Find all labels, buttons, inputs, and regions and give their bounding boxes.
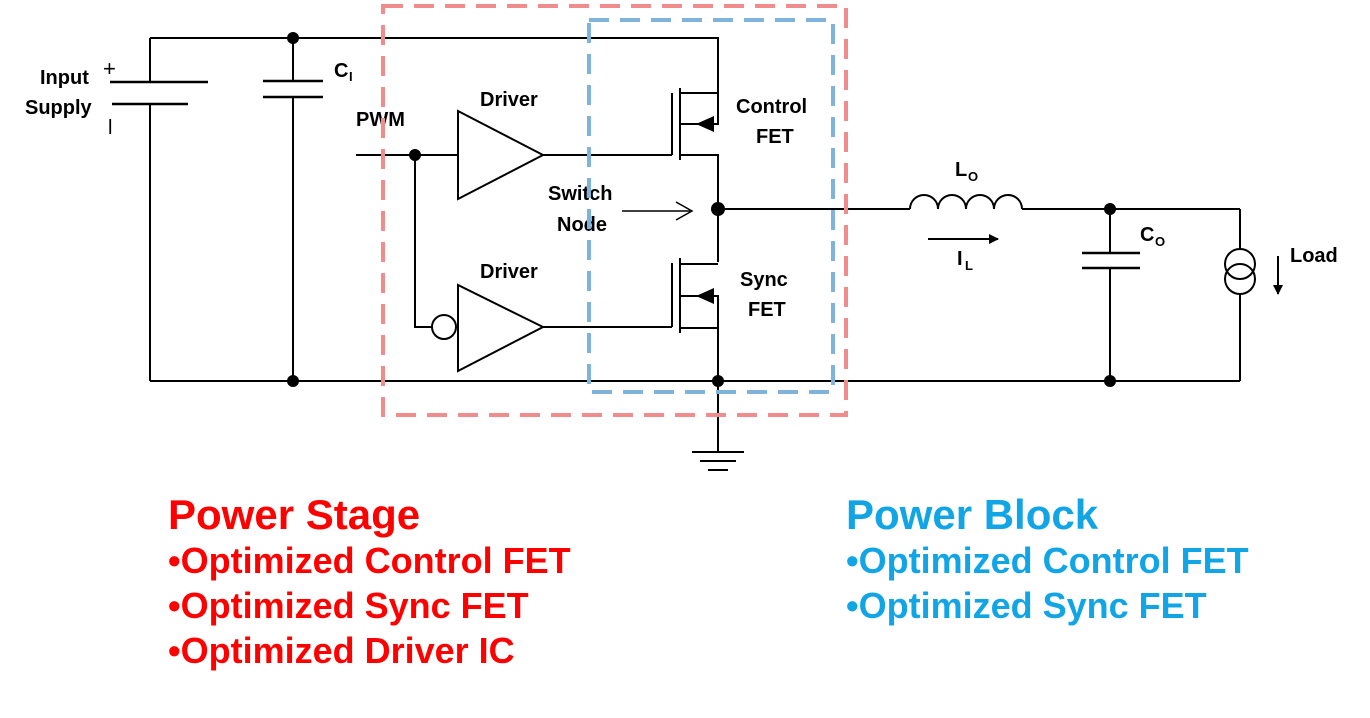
- svg-text:C: C: [1140, 224, 1154, 246]
- svg-text:L: L: [955, 159, 967, 181]
- load-current-source: [1224, 209, 1283, 381]
- svg-text:Supply: Supply: [25, 97, 93, 119]
- input-supply-label: Input Supply + l: [25, 56, 116, 139]
- svg-text:Input: Input: [40, 67, 89, 89]
- input-capacitor-label: C I: [334, 60, 353, 84]
- control-fet: [671, 88, 719, 262]
- power-stage-legend: Power Stage Optimized Control FET Optimi…: [168, 492, 571, 673]
- inductor-current-arrow: I L: [928, 234, 999, 273]
- top-driver-label: Driver: [480, 89, 538, 111]
- svg-text:C: C: [334, 60, 348, 82]
- load-label: Load: [1290, 245, 1338, 267]
- power-block-item: Optimized Sync FET: [846, 583, 1249, 628]
- output-inductor: [909, 194, 1240, 210]
- bottom-driver-label: Driver: [480, 261, 538, 283]
- svg-text:Control: Control: [736, 96, 807, 118]
- power-stage-item: Optimized Driver IC: [168, 628, 571, 673]
- svg-text:I: I: [349, 69, 353, 84]
- inductor-label: L O: [955, 159, 978, 184]
- input-capacitor: [263, 32, 323, 387]
- power-block-item: Optimized Control FET: [846, 538, 1249, 583]
- svg-text:I: I: [957, 248, 963, 270]
- svg-text:Switch: Switch: [548, 183, 612, 205]
- buck-converter-schematic: Input Supply + l C I PWM Driver Driver: [25, 4, 1338, 471]
- power-stage-boundary: [381, 4, 848, 417]
- power-stage-title: Power Stage: [168, 491, 421, 538]
- control-fet-label: Control FET: [736, 96, 807, 148]
- svg-text:FET: FET: [748, 299, 786, 321]
- power-stage-item: Optimized Control FET: [168, 538, 571, 583]
- power-block-boundary: [587, 18, 835, 394]
- svg-text:O: O: [968, 169, 978, 184]
- power-block-legend: Power Block Optimized Control FET Optimi…: [846, 492, 1249, 628]
- svg-text:FET: FET: [756, 126, 794, 148]
- sync-fet-label: Sync FET: [740, 269, 788, 321]
- bottom-driver: [431, 283, 672, 373]
- svg-text:O: O: [1155, 234, 1165, 249]
- svg-text:l: l: [108, 117, 112, 139]
- switch-node: [622, 201, 910, 221]
- power-stage-item: Optimized Sync FET: [168, 583, 571, 628]
- top-driver: [457, 109, 672, 201]
- pwm-label: PWM: [356, 109, 405, 131]
- ground-symbol: [692, 375, 744, 471]
- svg-text:Sync: Sync: [740, 269, 788, 291]
- top-rail: [150, 37, 719, 90]
- output-capacitor-label: C O: [1140, 224, 1165, 249]
- input-supply-battery: [110, 38, 208, 381]
- svg-text:+: +: [103, 56, 116, 81]
- svg-text:Node: Node: [557, 214, 607, 236]
- pwm-input: [356, 149, 458, 328]
- output-capacitor: [1082, 203, 1140, 387]
- sync-fet: [671, 258, 719, 381]
- svg-text:L: L: [965, 258, 973, 273]
- power-block-title: Power Block: [846, 491, 1099, 538]
- switch-node-label: Switch Node: [548, 183, 612, 236]
